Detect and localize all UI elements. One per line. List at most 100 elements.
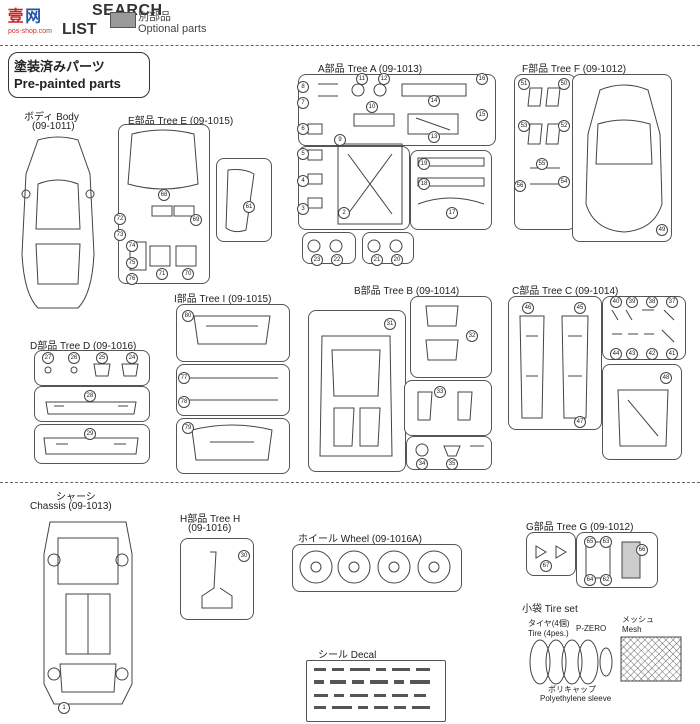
part-num: 54 xyxy=(558,176,570,188)
part-num: 2 xyxy=(338,207,350,219)
chassis-jp: シャーシ xyxy=(56,492,96,503)
part-num: 63 xyxy=(600,536,612,548)
divider-bottom xyxy=(0,482,700,483)
part-num: 61 xyxy=(243,201,255,213)
tree-i-box-3 xyxy=(176,418,290,474)
tree-f-body-box xyxy=(572,74,672,242)
part-num: 34 xyxy=(416,458,428,470)
part-num: 23 xyxy=(311,254,323,266)
tire-en: Tire (4pes.) xyxy=(528,629,569,638)
part-num: 40 xyxy=(610,296,622,308)
mesh-en: Mesh xyxy=(622,625,642,634)
part-num: 31 xyxy=(384,318,396,330)
header-list: LIST xyxy=(62,21,97,38)
part-num: 67 xyxy=(540,560,552,572)
mesh-part xyxy=(620,636,682,682)
part-num: 21 xyxy=(371,254,383,266)
tree-f-parts xyxy=(527,84,663,233)
tree-a-title: A部品 Tree A (09-1013) xyxy=(318,64,423,75)
chassis-part xyxy=(43,521,133,705)
tree-e-parts xyxy=(127,129,255,271)
part-num: 70 xyxy=(182,268,194,280)
part-num: 11 xyxy=(356,73,368,85)
tire-jp: タイヤ(4個) xyxy=(528,619,570,628)
mesh-jp: メッシュ xyxy=(622,615,654,624)
part-num: 7 xyxy=(297,97,309,109)
part-num: 72 xyxy=(114,213,126,225)
optional-label-en: Optional parts xyxy=(138,23,207,35)
body-title: ボディ Body xyxy=(24,112,79,123)
tree-c-title: C部品 Tree C (09-1014) xyxy=(512,286,619,297)
body-part xyxy=(21,136,95,309)
tire-brand: P-ZERO xyxy=(576,624,607,633)
tree-i-box-2 xyxy=(176,364,290,416)
tree-g-left-box xyxy=(526,532,576,576)
part-num: 62 xyxy=(600,574,612,586)
optional-swatch xyxy=(110,12,136,28)
wheel-parts xyxy=(299,550,451,584)
tree-f-left-box xyxy=(514,74,576,230)
part-num: 18 xyxy=(418,178,430,190)
part-num: 53 xyxy=(518,120,530,132)
header-search: SEARCH xyxy=(92,2,163,19)
part-num: 24 xyxy=(126,352,138,364)
sleeve-jp: ポリキャップ xyxy=(548,685,596,694)
tree-e-side-box xyxy=(216,158,272,242)
part-num: 75 xyxy=(126,257,138,269)
part-num: 1 xyxy=(58,702,70,714)
part-num: 52 xyxy=(558,120,570,132)
part-num: 56 xyxy=(514,180,526,192)
part-num: 17 xyxy=(446,207,458,219)
part-num: 28 xyxy=(84,390,96,402)
part-num: 6 xyxy=(297,123,309,135)
part-num: 76 xyxy=(126,273,138,285)
tree-a-wheel-box-1 xyxy=(302,232,356,264)
tree-g-parts xyxy=(535,541,641,579)
part-num: 16 xyxy=(476,73,488,85)
part-num: 19 xyxy=(418,158,430,170)
part-num: 38 xyxy=(646,296,658,308)
part-num: 49 xyxy=(656,224,668,236)
prepainted-jp: 塗装済みパーツ xyxy=(14,59,105,74)
chassis-title: Chassis (09-1013) xyxy=(30,501,112,512)
prepainted-frame xyxy=(8,52,150,98)
part-num: 37 xyxy=(666,296,678,308)
part-num: 71 xyxy=(156,268,168,280)
part-num: 77 xyxy=(178,372,190,384)
part-num: 79 xyxy=(182,422,194,434)
tree-a-upper-box xyxy=(298,74,496,146)
part-num: 22 xyxy=(331,254,343,266)
tree-b-seat-box xyxy=(410,296,492,378)
part-num: 41 xyxy=(666,348,678,360)
svg-text:壹: 壹 xyxy=(8,7,24,26)
part-num: 8 xyxy=(297,81,309,93)
part-num: 78 xyxy=(178,396,190,408)
tree-a-wheel-box-2 xyxy=(362,232,414,264)
part-num: 32 xyxy=(466,330,478,342)
logo-icon: 壹 网 xyxy=(8,7,41,26)
part-num: 14 xyxy=(428,95,440,107)
tree-c-parts xyxy=(519,309,675,447)
part-num: 80 xyxy=(182,310,194,322)
part-num: 35 xyxy=(446,458,458,470)
part-num: 48 xyxy=(660,372,672,384)
part-num: 74 xyxy=(126,240,138,252)
tire-parts xyxy=(529,639,613,685)
part-num: 69 xyxy=(190,214,202,226)
prepainted-en: Pre-painted parts xyxy=(14,76,121,91)
tree-i-box-1 xyxy=(176,304,290,362)
part-num: 45 xyxy=(574,302,586,314)
part-num: 42 xyxy=(646,348,658,360)
tree-b-small-box xyxy=(404,380,492,436)
part-num: 25 xyxy=(96,352,108,364)
part-num: 50 xyxy=(558,78,570,90)
tree-i-title: I部品 Tree I (09-1015) xyxy=(174,294,272,305)
part-num: 66 xyxy=(636,544,648,556)
tree-a-parts xyxy=(307,83,485,253)
tree-b-parts xyxy=(319,305,484,457)
svg-text:网: 网 xyxy=(25,8,41,26)
part-num: 20 xyxy=(391,254,403,266)
part-num: 39 xyxy=(626,296,638,308)
part-num: 10 xyxy=(366,101,378,113)
tree-d-parts xyxy=(43,363,139,455)
